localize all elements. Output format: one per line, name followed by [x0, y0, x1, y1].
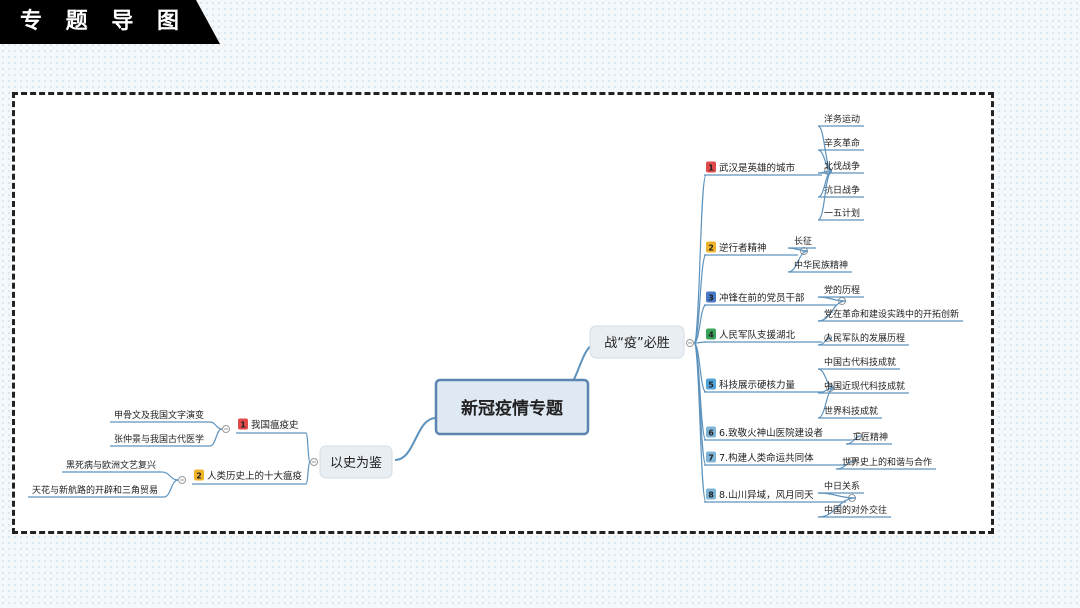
subtopic-6-label: 6.致敬火神山医院建设者 — [719, 427, 823, 439]
leaf-8-2-label: 中国的对外交往 — [824, 504, 887, 516]
number-badge — [194, 469, 204, 481]
leaf-5-2-label: 中国近现代科技成就 — [824, 380, 905, 392]
connector-right-3 — [693, 304, 707, 344]
leaf-1-5-label: 一五计划 — [824, 207, 860, 219]
leaf-6-1-label: 工匠精神 — [852, 431, 888, 443]
center-node — [434, 378, 590, 436]
left-subtopic-1-label: 我国瘟疫史 — [251, 419, 299, 431]
subtopic-4-label: 人民军队支援湖北 — [719, 329, 796, 341]
leaf-2-2-label: 中华民族精神 — [794, 259, 848, 271]
leaf-8-1-label: 中日关系 — [824, 480, 860, 492]
subtopic-7-label: 7.构建人类命运共同体 — [719, 452, 814, 464]
number-badge — [238, 418, 248, 430]
left-leaf-2-2-label: 天花与新航路的开辟和三角贸易 — [32, 484, 158, 496]
connector-left-item-1-1 — [209, 421, 223, 430]
number-badge-label: 4 — [708, 331, 714, 340]
number-badge — [706, 328, 716, 340]
number-badge-label: 6 — [708, 429, 714, 438]
leaf-3-2-label: 党在革命和建设实践中的开拓创新 — [824, 308, 959, 320]
number-badge-label: 3 — [708, 294, 714, 303]
connector-center-left — [394, 417, 437, 461]
subtopic-8-label: 8.山川异域，风月同天 — [719, 489, 814, 501]
page-title: 专 题 导 图 — [20, 9, 187, 34]
connector-left-item-2-2 — [163, 479, 179, 498]
connector-item-1-1 — [817, 125, 833, 172]
subtopic-3-label: 冲锋在前的党员干部 — [719, 292, 805, 304]
number-badge-label: 1 — [240, 421, 246, 430]
left-leaf-1-1-label: 甲骨文及我国文字演变 — [114, 409, 204, 421]
center-node-label: 新冠疫情专题 — [461, 398, 564, 419]
connector-left-1 — [305, 432, 311, 463]
number-badge — [706, 488, 716, 500]
header-banner — [0, 0, 220, 44]
number-badge-label: 2 — [196, 472, 202, 481]
connector-left-item-1-2 — [209, 428, 223, 447]
number-badge-label: 5 — [708, 381, 714, 390]
leaf-5-3-label: 世界科技成就 — [824, 405, 878, 417]
number-badge — [706, 451, 716, 463]
number-badge — [706, 161, 716, 173]
connector-right-8 — [693, 342, 707, 503]
leaf-5-1-label: 中国古代科技成就 — [824, 356, 896, 368]
subtopic-1-label: 武汉是英雄的城市 — [719, 162, 796, 174]
leaf-1-4-label: 抗日战争 — [824, 184, 860, 196]
connector-item-1-2 — [817, 149, 833, 172]
leaf-2-1-label: 长征 — [794, 235, 812, 247]
number-badge-label: 8 — [708, 491, 714, 500]
branch-node-right-label: 战“疫”必胜 — [604, 335, 669, 351]
number-badge-label: 7 — [708, 454, 714, 463]
leaf-1-3-label: 北伐战争 — [824, 160, 860, 172]
leaf-1-1-label: 洋务运动 — [824, 113, 860, 125]
number-badge — [706, 241, 716, 253]
left-leaf-2-1-label: 黑死病与欧洲文艺复兴 — [66, 459, 156, 471]
connector-item-2-2 — [787, 250, 809, 273]
branch-node-left — [319, 445, 393, 479]
connector-left-2 — [305, 461, 311, 485]
number-badge — [706, 426, 716, 438]
connector-right-7 — [693, 342, 707, 466]
number-badge-label: 1 — [708, 164, 714, 173]
leaf-4-1-label: 人民军队的发展历程 — [824, 332, 905, 344]
subtopic-5-label: 科技展示硬核力量 — [719, 379, 796, 391]
leaf-3-1-label: 党的历程 — [824, 284, 860, 296]
leaf-1-2-label: 辛亥革命 — [824, 137, 860, 149]
connector-right-1 — [693, 174, 707, 344]
connector-item-1-5 — [817, 170, 833, 221]
connector-left-item-2-1 — [161, 471, 179, 481]
subtopic-2-label: 逆行者精神 — [719, 242, 767, 254]
number-badge — [706, 378, 716, 390]
left-leaf-1-2-label: 张仲景与我国古代医学 — [114, 433, 204, 445]
left-subtopic-2-label: 人类历史上的十大瘟疫 — [207, 470, 303, 482]
leaf-7-1-label: 世界史上的和谐与合作 — [842, 456, 932, 468]
number-badge-label: 2 — [708, 244, 714, 253]
branch-node-right — [589, 325, 685, 359]
connector-item-5-3 — [817, 387, 835, 419]
number-badge — [706, 291, 716, 303]
branch-node-left-label: 以史为鉴 — [330, 456, 382, 471]
